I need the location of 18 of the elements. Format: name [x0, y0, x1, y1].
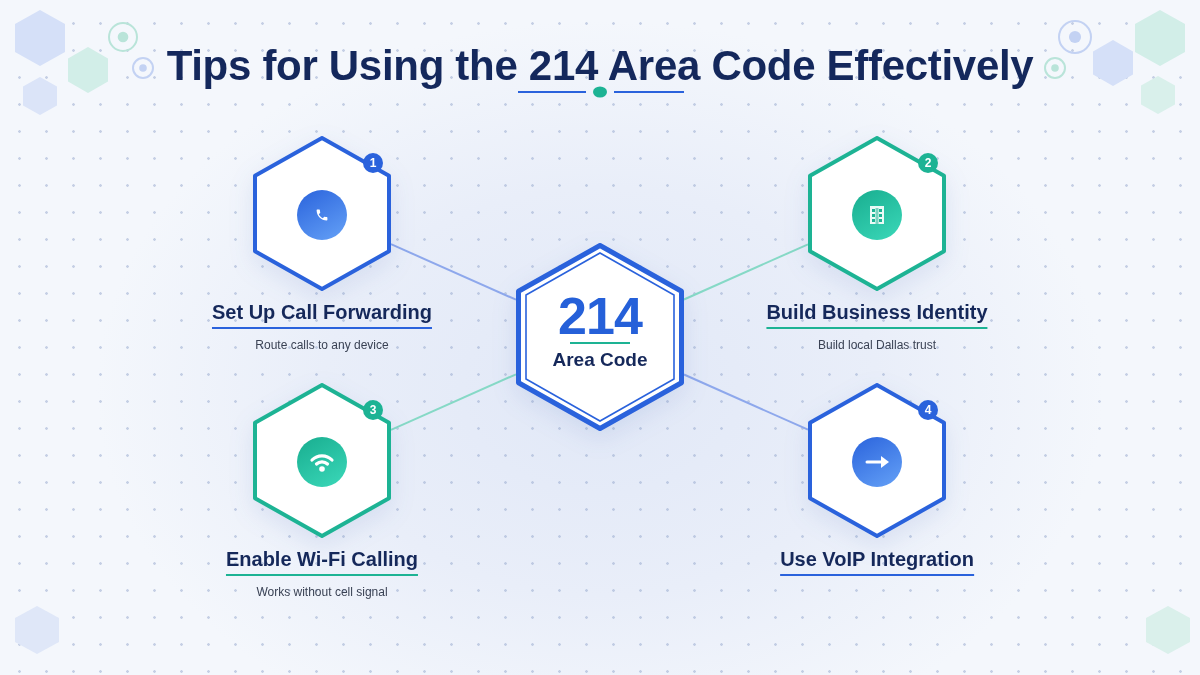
step-number-badge: 4	[918, 400, 938, 420]
step-number-badge: 3	[363, 400, 383, 420]
step-description: Route calls to any device	[255, 338, 389, 352]
step-description: Works without cell signal	[256, 585, 388, 599]
page-title: Tips for Using the 214 Area Code Effectively	[166, 42, 1034, 90]
step-number-badge: 2	[918, 153, 938, 173]
step-description: Build local Dallas trust	[817, 338, 937, 352]
node-caption: Area Code	[552, 349, 648, 371]
step-heading: Use VoIP Integration	[780, 548, 974, 576]
connector-line	[683, 373, 809, 431]
area-code-number: 214	[558, 293, 642, 339]
step-number-badge: 1	[363, 153, 383, 173]
connector-line	[390, 373, 517, 431]
step-heading: Enable Wi-Fi Calling	[225, 548, 419, 576]
step-heading: Set Up Call Forwarding	[212, 301, 432, 329]
step-heading: Build Business Identity	[766, 301, 988, 329]
connector-line	[390, 243, 517, 301]
connector-line	[683, 243, 809, 301]
